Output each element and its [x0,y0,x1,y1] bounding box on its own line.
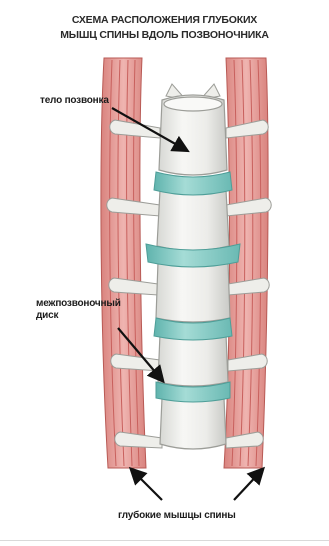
vertebra-3 [156,258,230,322]
vertebra-2 [157,186,229,251]
label-disc-line-1: межпозвоночный [36,298,121,310]
label-vertebral-body: тело позвонка [40,95,109,107]
arrow-left-muscle [132,470,162,500]
left-muscle-column [101,58,146,468]
bottom-divider [0,540,329,541]
label-deep-muscles: глубокие мышцы спины [118,510,236,522]
arrow-right-muscle [234,470,262,500]
label-disc-line-2: диск [36,310,58,322]
